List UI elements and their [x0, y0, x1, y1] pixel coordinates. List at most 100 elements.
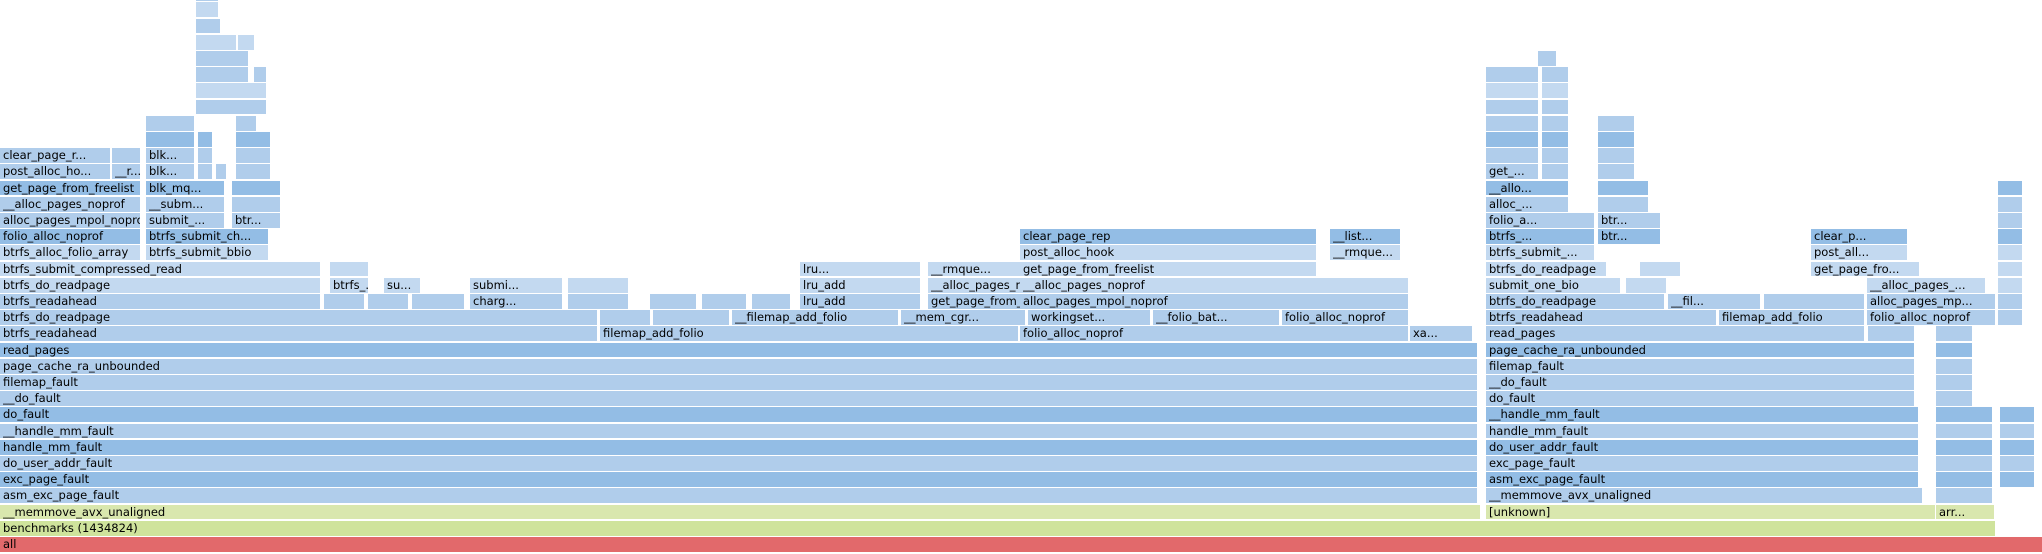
frame-blank-r3[interactable] [1936, 488, 1992, 504]
frame-blank-r33a[interactable] [196, 2, 218, 18]
frame-blank-r25b[interactable] [198, 132, 212, 147]
frame-blank-r15a[interactable] [324, 294, 364, 309]
frame-all[interactable]: all [0, 537, 2042, 552]
frame-btrfs-do-readpage-a[interactable]: btrfs_do_readpage [0, 277, 320, 293]
frame-btrfs-submit-compressed-read[interactable]: btrfs_submit_compressed_read [0, 261, 320, 277]
frame-blank-r28b[interactable] [1486, 83, 1538, 99]
frame-submit-trunc[interactable]: submit_... [146, 213, 224, 228]
frame-memmove-right[interactable]: __memmove_avx_unaligned [1486, 488, 1922, 504]
frame-blank-r29a[interactable] [196, 67, 248, 82]
frame-blank-r25f[interactable] [1598, 132, 1634, 147]
frame-btrfs-submit-ch[interactable]: btrfs_submit_ch... [146, 229, 268, 244]
frame-rmque-mid[interactable]: __rmque... [1330, 245, 1400, 261]
frame-folio-alloc-noprof-right[interactable]: folio_alloc_noprof [1282, 310, 1408, 325]
frame-exc-page-fault-left[interactable]: exc_page_fault [0, 472, 1477, 487]
frame-get-page-freelist-left[interactable]: get_page_from_freelist [0, 180, 140, 196]
frame-blank-r16a[interactable] [568, 277, 628, 293]
frame-blank-r22c[interactable] [1998, 180, 2022, 196]
frame-alloc-pages-mpol-left[interactable]: alloc_pages_mpol_noprof [0, 213, 140, 228]
frame-blank-r6b[interactable] [2000, 439, 2034, 455]
frame-lru-add[interactable]: lru_add [800, 294, 920, 309]
frame-btrfs-readahead-right[interactable]: btrfs_readahead [1486, 310, 1716, 325]
frame-fil-trunc[interactable]: __fil... [1668, 294, 1760, 309]
frame-page-cache-ra-left[interactable]: page_cache_ra_unbounded [0, 358, 1477, 374]
frame-blank-r27b[interactable] [1486, 99, 1538, 115]
frame-blank-r26b[interactable] [236, 115, 256, 131]
frame-filemap-fault-left[interactable]: filemap_fault [0, 375, 1477, 390]
frame-btrfs-submit-right[interactable]: btrfs_submit_... [1486, 245, 1594, 261]
frame-filemap-add-folio-left[interactable]: filemap_add_folio [600, 326, 1018, 342]
frame-r-trunc[interactable]: __r... [112, 164, 140, 180]
frame-asm-exc-page-fault-right[interactable]: asm_exc_page_fault [1486, 472, 1918, 487]
frame-btrfs-submit-bbio[interactable]: btrfs_submit_bbio [146, 245, 268, 261]
frame-blank-r17a[interactable] [330, 261, 368, 277]
frame-blank-r26c[interactable] [1486, 115, 1538, 131]
frame-arr[interactable]: arr... [1936, 504, 1994, 520]
frame-folio-alloc-noprof-left[interactable]: folio_alloc_noprof [0, 229, 140, 244]
frame-blank-r23b[interactable] [216, 164, 226, 180]
frame-submi-trunc[interactable]: submi... [470, 277, 562, 293]
frame-blank-r29b[interactable] [254, 67, 266, 82]
frame-btrfs-alloc-folio-array[interactable]: btrfs_alloc_folio_array [0, 245, 140, 261]
frame-lru-add-2[interactable]: lru_add [800, 277, 920, 293]
frame-blank-r16b[interactable] [1626, 277, 1666, 293]
frame-btrfs-trunc-b[interactable]: btrfs_... [1486, 229, 1594, 244]
frame-get-trunc[interactable]: get_... [1486, 164, 1538, 180]
frame-do-fault2-left[interactable]: __do_fault [0, 391, 1477, 406]
frame-btrfs-trunc-a[interactable]: btrfs_... [330, 277, 368, 293]
frame-workingset[interactable]: workingset... [1028, 310, 1150, 325]
frame-charge[interactable]: charg... [470, 294, 562, 309]
frame-blank-r11[interactable] [1936, 358, 1972, 374]
frame-blank-r28a[interactable] [196, 83, 266, 99]
frame-blank-r15e[interactable] [650, 294, 696, 309]
frame-blank-r20a[interactable] [1998, 213, 2022, 228]
frame-mem-cgroup[interactable]: __mem_cgr... [901, 310, 1025, 325]
frame-read-pages-left[interactable]: read_pages [0, 342, 1477, 358]
frame-handle-mm-fault-right[interactable]: handle_mm_fault [1486, 423, 1918, 439]
frame-blank-r28c[interactable] [1542, 83, 1568, 99]
frame-blank-r19a[interactable] [1998, 229, 2022, 244]
frame-blank-r8[interactable] [1936, 407, 1992, 423]
frame-blank-r31a[interactable] [196, 34, 236, 50]
frame-post-all-far[interactable]: post_all... [1811, 245, 1907, 261]
frame-btrfs-do-readpage-left[interactable]: btrfs_do_readpage [0, 310, 597, 325]
frame-post-alloc-hook-mid[interactable]: post_alloc_hook [1020, 245, 1316, 261]
frame-subm-trunc[interactable]: __subm... [146, 196, 224, 212]
frame-blank-r22a[interactable] [232, 180, 280, 196]
frame-blank-r24f[interactable] [1598, 148, 1634, 163]
frame-handle-mm-fault-left[interactable]: handle_mm_fault [0, 439, 1477, 455]
frame-blank-r5[interactable] [1936, 456, 1992, 471]
frame-blank-r12[interactable] [1936, 342, 1972, 358]
frame-blank-r29c[interactable] [1486, 67, 1538, 82]
frame-blank-r4b[interactable] [2000, 472, 2034, 487]
frame-benchmarks[interactable]: benchmarks (1434824) [0, 520, 1995, 536]
frame-btrfs-readahead-left[interactable]: btrfs_readahead [0, 326, 597, 342]
frame-handle-mm-fault2-right[interactable]: __handle_mm_fault [1486, 407, 1918, 423]
frame-blk-b[interactable]: blk... [146, 164, 194, 180]
frame-blk-mq[interactable]: blk_mq... [146, 180, 224, 196]
frame-blank-r26a[interactable] [146, 115, 194, 131]
frame-blank-r31b[interactable] [238, 34, 254, 50]
frame-btrfs-readahead-a[interactable]: btrfs_readahead [0, 294, 320, 309]
frame-blank-r21a[interactable] [232, 196, 280, 212]
frame-read-pages-right[interactable]: read_pages [1486, 326, 1864, 342]
frame-submit-one-bio-right[interactable]: submit_one_bio [1486, 277, 1620, 293]
frame-blank-r21b[interactable] [1598, 196, 1648, 212]
frame-blk-a[interactable]: blk... [146, 148, 194, 163]
frame-blank-r23a[interactable] [198, 164, 212, 180]
frame-blank-r8b[interactable] [2000, 407, 2034, 423]
frame-alloc-trunc[interactable]: alloc_... [1486, 196, 1568, 212]
frame-alloc-pages-noprof-left[interactable]: __alloc_pages_noprof [0, 196, 140, 212]
frame-blank-r29d[interactable] [1542, 67, 1568, 82]
frame-blank-r24e[interactable] [1542, 148, 1568, 163]
frame-blank-r26e[interactable] [1598, 115, 1634, 131]
frame-folio-a-trunc[interactable]: folio_a... [1486, 213, 1594, 228]
frame-do-fault-right[interactable]: do_fault [1486, 391, 1914, 406]
frame-blank-r7b[interactable] [2000, 423, 2034, 439]
frame-blank-r24b[interactable] [198, 148, 212, 163]
frame-blank-r17b[interactable] [1640, 261, 1680, 277]
frame-btr-trunc-b[interactable]: btr... [1598, 229, 1660, 244]
frame-allo-trunc[interactable]: __allo... [1486, 180, 1568, 196]
frame-folio-batch[interactable]: __folio_bat... [1153, 310, 1279, 325]
